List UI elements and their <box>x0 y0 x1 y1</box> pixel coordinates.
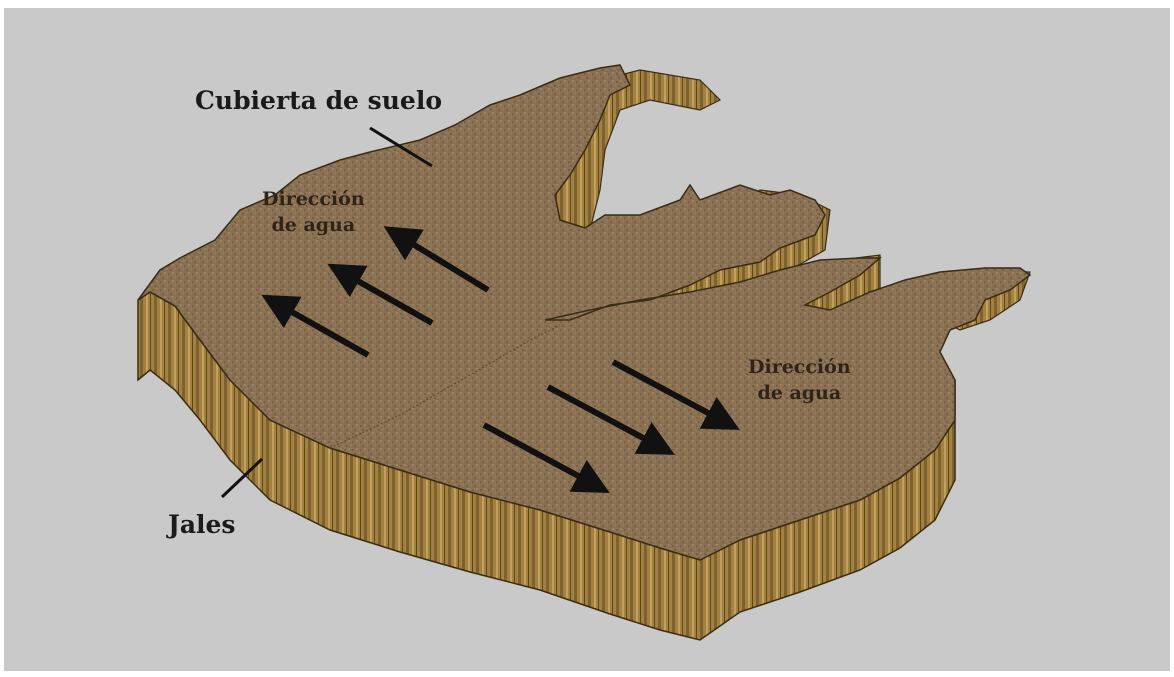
water-flow-arrow <box>327 263 434 326</box>
water-flow-arrow <box>482 422 610 493</box>
water-direction-right-label: Dirección de agua <box>748 354 851 406</box>
tailings-label: Jales <box>168 510 236 539</box>
water-direction-right-line1: Dirección <box>748 356 851 378</box>
water-flow-arrow <box>546 384 675 455</box>
water-flow-arrow <box>383 226 490 293</box>
water-direction-left-line1: Dirección <box>262 188 365 210</box>
tailings-pointer <box>220 457 264 499</box>
soil-cover-label: Cubierta de suelo <box>195 86 442 115</box>
soil-cover-pointer <box>369 126 433 168</box>
water-direction-left-label: Dirección de agua <box>262 186 365 238</box>
water-direction-right-line2: de agua <box>757 382 842 404</box>
water-flow-arrow <box>261 294 370 358</box>
water-direction-left-line2: de agua <box>271 214 356 236</box>
water-flow-arrow <box>611 359 740 430</box>
soil-cover-surface <box>137 64 1032 561</box>
